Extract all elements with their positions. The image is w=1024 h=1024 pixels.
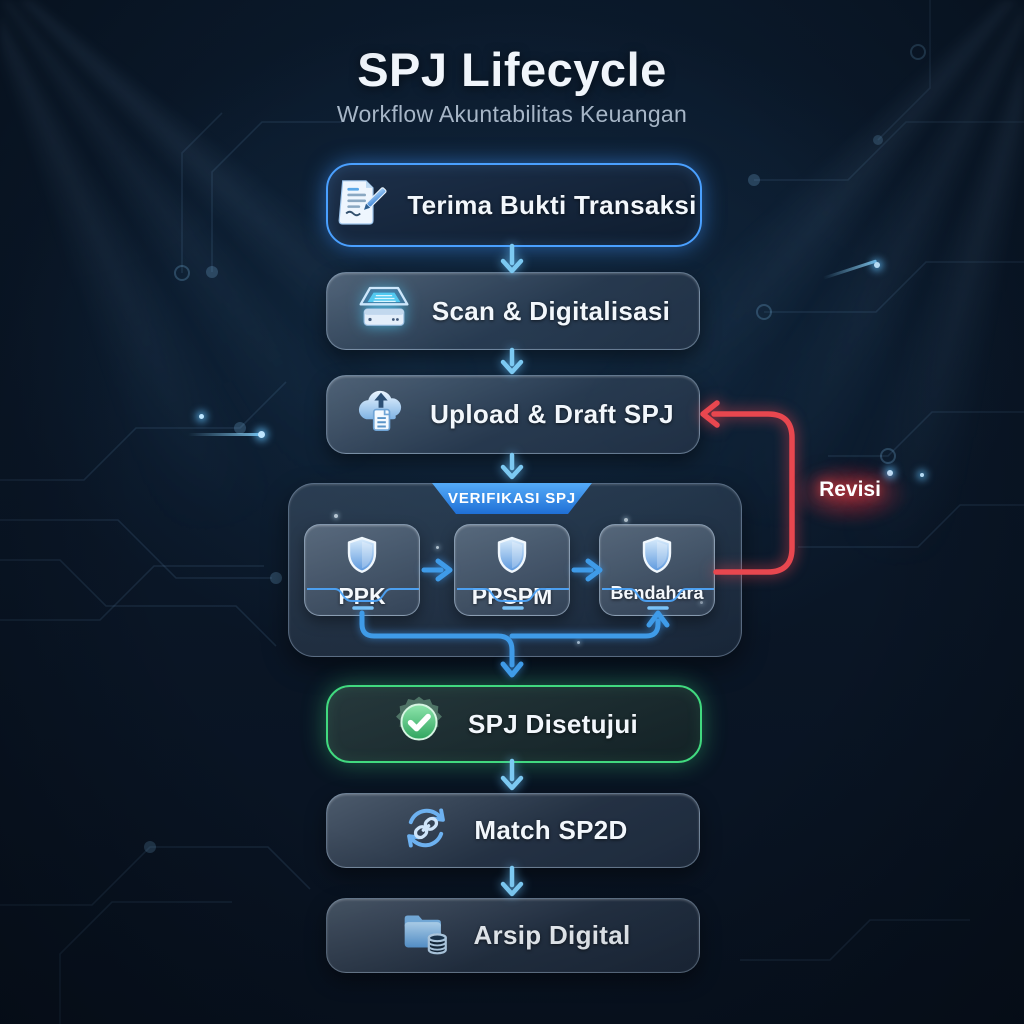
verification-badge: VERIFIKASI SPJ [432,483,592,514]
glow-streak [822,259,878,280]
arrow-down-3 [500,452,524,480]
arrow-down-1 [500,243,524,274]
arrow-down-2 [500,347,524,375]
verification-badge-label: VERIFIKASI SPJ [448,490,576,507]
step-match-sp2d: Match SP2D [326,793,700,868]
glow-dot [920,473,924,477]
page-subtitle: Workflow Akuntabilitas Keuangan [336,101,688,127]
glow-dot [874,262,880,268]
shield-icon [635,533,679,582]
scanner-icon [356,281,412,342]
arrow-down-5 [500,865,524,897]
document-pen-icon [331,175,387,236]
page-title: SPJ Lifecycle [357,43,667,96]
check-badge-icon [390,693,448,756]
sync-link-icon [398,800,454,861]
shield-icon [490,533,534,582]
shield-icon [340,533,384,582]
step-label: Terima Bukti Transaksi [407,189,697,220]
step-label: Match SP2D [474,815,628,845]
step-label: Upload & Draft SPJ [430,399,674,429]
step-upload-draft-spj: Upload & Draft SPJ [326,375,700,454]
step-spj-disetujui: SPJ Disetujui [326,685,702,763]
step-label: SPJ Disetujui [467,708,639,739]
role-card-bendahara: Bendahara [599,524,715,616]
folder-database-icon [395,904,453,967]
glow-dot [199,414,204,419]
card-pocket-decoration [307,588,419,610]
step-label: Arsip Digital [473,920,631,950]
role-card-ppk: PPK [304,524,420,616]
role-card-ppspm: PPSPM [454,524,570,616]
card-pocket-decoration [602,588,714,610]
step-terima-bukti-transaksi: Terima Bukti Transaksi [326,163,702,247]
step-arsip-digital: Arsip Digital [326,898,700,973]
glow-dot [258,431,265,438]
cloud-upload-icon [352,383,410,446]
card-pocket-decoration [457,588,569,610]
arrow-down-4 [500,758,524,791]
glow-streak [188,433,262,436]
revisi-label: Revisi [819,478,881,501]
step-label: Scan & Digitalisasi [431,295,671,326]
step-scan-digitalisasi: Scan & Digitalisasi [326,272,700,350]
